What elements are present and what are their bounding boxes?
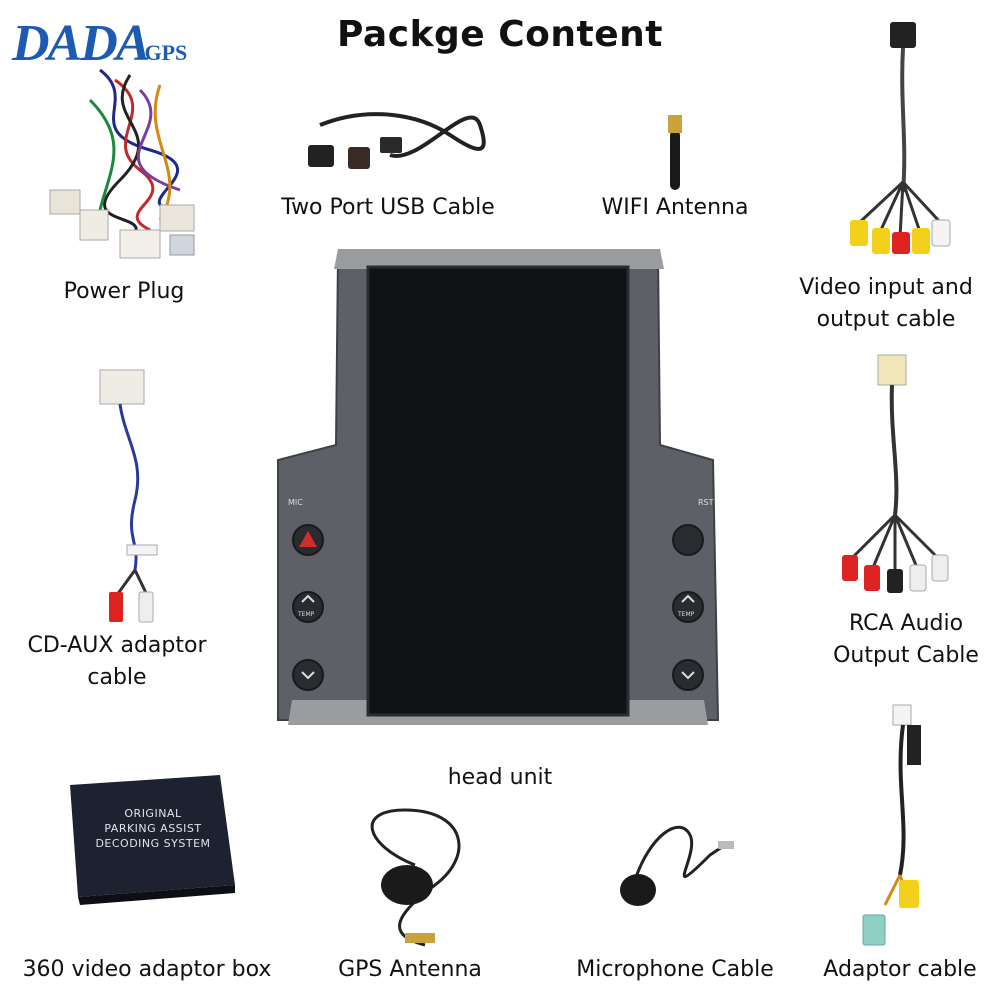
- gps-antenna-image: [370, 808, 461, 947]
- cd-aux-cable-image: [99, 369, 158, 623]
- power-plug-image: [49, 68, 195, 259]
- box-text-line1: ORIGINAL: [124, 807, 182, 820]
- head-unit-temp-label-left: TEMP: [298, 611, 315, 618]
- gps-antenna-label: GPS Antenna: [338, 957, 482, 982]
- rca-cable-image: [842, 354, 949, 593]
- usb-cable-label: Two Port USB Cable: [281, 195, 495, 220]
- video-cable-image: [850, 22, 951, 254]
- logo-sub-text: GPS: [144, 40, 188, 65]
- microphone-label: Microphone Cable: [576, 957, 774, 982]
- video-box-image: [70, 775, 235, 905]
- rca-label-2: Output Cable: [833, 643, 979, 668]
- box-text-line2: PARKING ASSIST: [104, 822, 202, 835]
- power-plug-label: Power Plug: [63, 279, 185, 304]
- brand-logo: DADAGPS: [12, 14, 187, 73]
- head-unit-image: [277, 249, 720, 725]
- adaptor-cable-label: Adaptor cable: [823, 957, 977, 982]
- wifi-antenna-image: [668, 115, 682, 190]
- wifi-antenna-label: WIFI Antenna: [601, 195, 749, 220]
- usb-cable-image: [308, 112, 486, 169]
- head-unit-mic-label: MIC: [288, 498, 303, 507]
- head-unit-label: head unit: [447, 765, 553, 790]
- box-text-line3: DECODING SYSTEM: [95, 837, 211, 850]
- video-cable-label-2: output cable: [816, 307, 956, 332]
- head-unit-rst-label: RST: [698, 498, 714, 507]
- cd-aux-label-2: cable: [87, 665, 147, 690]
- page-title: Packge Content: [337, 14, 663, 55]
- cd-aux-label-1: CD-AUX adaptor: [27, 633, 207, 658]
- head-unit-temp-label-right: TEMP: [678, 611, 695, 618]
- video-cable-label-1: Video input and: [799, 275, 973, 300]
- microphone-image: [620, 825, 734, 906]
- video-box-text: ORIGINAL PARKING ASSIST DECODING SYSTEM: [88, 806, 218, 851]
- adaptor-cable-image: [862, 704, 921, 946]
- video-box-label: 360 video adaptor box: [22, 957, 272, 982]
- logo-main-text: DADA: [12, 15, 150, 72]
- rca-label-1: RCA Audio: [848, 611, 964, 636]
